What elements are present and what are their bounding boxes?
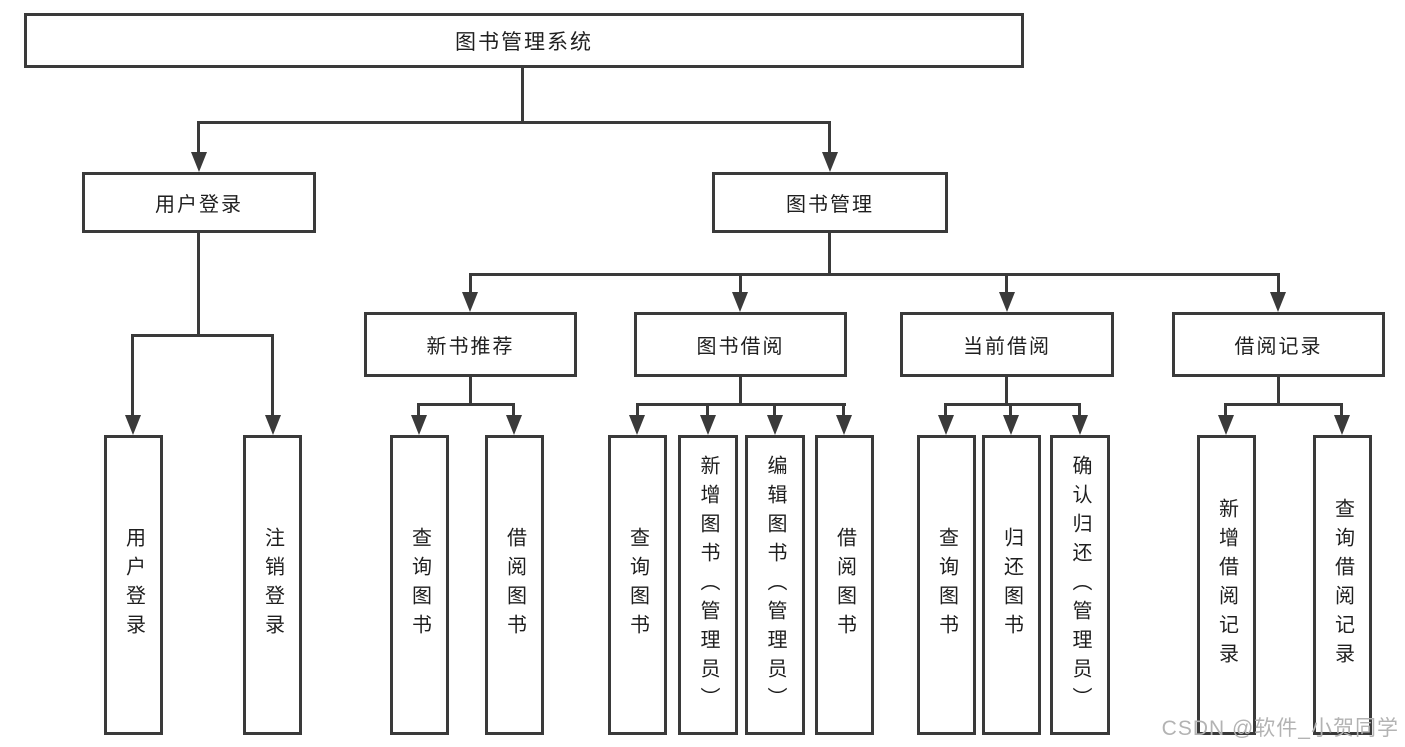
node-book-borrow-label: 图书借阅 — [696, 336, 785, 358]
connector-line — [1224, 403, 1227, 415]
leaf-user-login: 用户登录 — [104, 435, 163, 735]
leaf-return-books-label: 归还图书 — [1000, 527, 1023, 643]
connector-line — [706, 403, 709, 415]
connector-line — [1340, 403, 1343, 415]
leaf-query-books-1: 查询图书 — [390, 435, 449, 735]
node-book-management: 图书管理 — [712, 172, 948, 233]
leaf-edit-books-admin-label: 编辑图书（管理员） — [764, 454, 786, 716]
connector-line — [197, 121, 200, 154]
node-new-book-recommend: 新书推荐 — [364, 312, 577, 377]
arrow-down-icon — [822, 152, 838, 172]
node-user-login: 用户登录 — [82, 172, 316, 233]
node-current-borrow: 当前借阅 — [900, 312, 1114, 377]
leaf-query-borrow-record: 查询借阅记录 — [1313, 435, 1372, 735]
arrow-down-icon — [938, 415, 954, 435]
connector-line — [944, 403, 1081, 406]
connector-line — [521, 68, 524, 123]
connector-line — [1277, 377, 1280, 406]
leaf-add-books-admin: 新增图书（管理员） — [678, 435, 738, 735]
leaf-query-books-2-label: 查询图书 — [626, 527, 649, 643]
leaf-query-books-1-label: 查询图书 — [408, 527, 431, 643]
arrow-down-icon — [629, 415, 645, 435]
arrow-down-icon — [1270, 292, 1286, 312]
connector-line — [1009, 403, 1012, 415]
arrow-down-icon — [506, 415, 522, 435]
connector-line — [417, 403, 420, 415]
connector-line — [197, 121, 831, 124]
connector-line — [739, 377, 742, 406]
leaf-logout-label: 注销登录 — [261, 527, 284, 643]
arrow-down-icon — [767, 415, 783, 435]
leaf-borrow-books-1-label: 借阅图书 — [503, 527, 526, 643]
node-root-label: 图书管理系统 — [455, 30, 593, 54]
leaf-query-books-2: 查询图书 — [608, 435, 667, 735]
arrow-down-icon — [462, 292, 478, 312]
arrow-down-icon — [1334, 415, 1350, 435]
leaf-borrow-books-2-label: 借阅图书 — [833, 527, 856, 643]
connector-line — [828, 233, 831, 274]
connector-line — [1078, 403, 1081, 415]
leaf-query-borrow-record-label: 查询借阅记录 — [1331, 498, 1354, 672]
node-borrow-record-label: 借阅记录 — [1234, 336, 1323, 358]
node-user-login-label: 用户登录 — [155, 194, 243, 216]
node-current-borrow-label: 当前借阅 — [963, 336, 1051, 358]
connector-line — [197, 233, 200, 334]
connector-line — [1224, 403, 1343, 406]
connector-line — [1005, 377, 1008, 406]
leaf-borrow-books-1: 借阅图书 — [485, 435, 544, 735]
connector-line — [131, 334, 274, 337]
leaf-logout: 注销登录 — [243, 435, 302, 735]
leaf-borrow-books-2: 借阅图书 — [815, 435, 874, 735]
arrow-down-icon — [836, 415, 852, 435]
connector-line — [469, 273, 472, 292]
arrow-down-icon — [732, 292, 748, 312]
node-book-management-label: 图书管理 — [786, 194, 874, 216]
leaf-add-books-admin-label: 新增图书（管理员） — [697, 454, 719, 716]
connector-line — [417, 403, 515, 406]
connector-line — [636, 403, 639, 415]
arrow-down-icon — [700, 415, 716, 435]
arrow-down-icon — [265, 415, 281, 435]
connector-line — [773, 403, 776, 415]
leaf-query-books-3-label: 查询图书 — [935, 527, 958, 643]
leaf-user-login-label: 用户登录 — [122, 527, 145, 643]
node-book-borrow: 图书借阅 — [634, 312, 847, 377]
connector-line — [469, 273, 1280, 276]
connector-line — [842, 403, 845, 415]
leaf-confirm-return-admin: 确认归还（管理员） — [1050, 435, 1110, 735]
arrow-down-icon — [1218, 415, 1234, 435]
leaf-add-borrow-record: 新增借阅记录 — [1197, 435, 1256, 735]
leaf-confirm-return-admin-label: 确认归还（管理员） — [1069, 454, 1091, 716]
arrow-down-icon — [999, 292, 1015, 312]
node-new-book-recommend-label: 新书推荐 — [426, 336, 515, 358]
connector-line — [1277, 273, 1280, 292]
leaf-add-borrow-record-label: 新增借阅记录 — [1215, 498, 1238, 672]
connector-line — [636, 403, 846, 406]
csdn-watermark: CSDN @软件_小贺同学 — [1161, 717, 1399, 740]
arrow-down-icon — [191, 152, 207, 172]
arrow-down-icon — [1072, 415, 1088, 435]
arrow-down-icon — [1003, 415, 1019, 435]
connector-line — [512, 403, 515, 415]
node-root: 图书管理系统 — [24, 13, 1024, 68]
connector-line — [131, 334, 134, 415]
connector-line — [944, 403, 947, 415]
leaf-edit-books-admin: 编辑图书（管理员） — [745, 435, 805, 735]
node-borrow-record: 借阅记录 — [1172, 312, 1385, 377]
leaf-query-books-3: 查询图书 — [917, 435, 976, 735]
arrow-down-icon — [125, 415, 141, 435]
connector-line — [828, 121, 831, 154]
connector-line — [469, 377, 472, 406]
connector-line — [1005, 273, 1008, 292]
leaf-return-books: 归还图书 — [982, 435, 1041, 735]
arrow-down-icon — [411, 415, 427, 435]
connector-line — [739, 273, 742, 292]
connector-line — [271, 334, 274, 415]
